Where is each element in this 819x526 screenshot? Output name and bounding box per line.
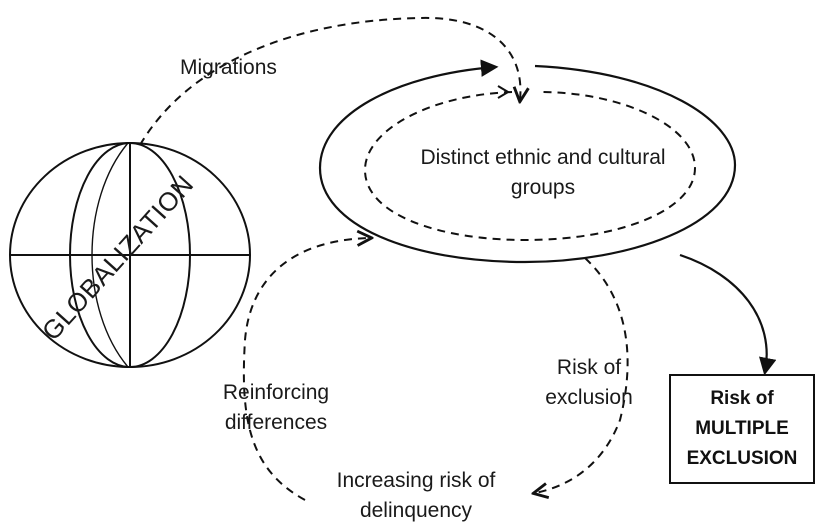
multiple-exclusion-box: Risk of MULTIPLE EXCLUSION (669, 374, 815, 484)
reinforcing-label: Reinforcing differences (208, 378, 344, 438)
delinquency-label: Increasing risk of delinquency (312, 466, 520, 526)
outcome-line1: Risk of (710, 388, 774, 409)
exclusion-label: Risk of exclusion (533, 353, 645, 413)
exclusion-line1: Risk of (556, 356, 622, 379)
ellipse-label: Distinct ethnic and cultural groups (378, 143, 708, 203)
exclusion-line2: exclusion (545, 386, 633, 409)
reinforcing-arrow (242, 238, 370, 501)
inner-dashed-arrowhead (497, 85, 510, 99)
exclusion-arrow (535, 257, 629, 493)
delinquency-line1: Increasing risk of (336, 469, 496, 492)
ellipse-outer-solid (318, 59, 737, 264)
ellipse-label-line2: groups (510, 176, 576, 199)
ellipse-inner-dashed (363, 91, 697, 242)
delinquency-line2: delinquency (359, 499, 473, 522)
outcome-line2: MULTIPLE (695, 418, 789, 439)
migrations-arrow (139, 16, 520, 146)
multiple-exclusion-arrow (679, 253, 777, 376)
globe-meridian-inner (91, 142, 129, 368)
migrations-label: Migrations (180, 56, 277, 79)
reinforcing-line1: Reinforcing (222, 381, 330, 404)
reinforcing-line2: differences (224, 411, 328, 434)
globe-meridian-oval (69, 142, 191, 368)
outcome-line3: EXCLUSION (686, 448, 798, 469)
ellipse-label-line1: Distinct ethnic and cultural (420, 146, 666, 169)
globe-icon (9, 142, 251, 368)
